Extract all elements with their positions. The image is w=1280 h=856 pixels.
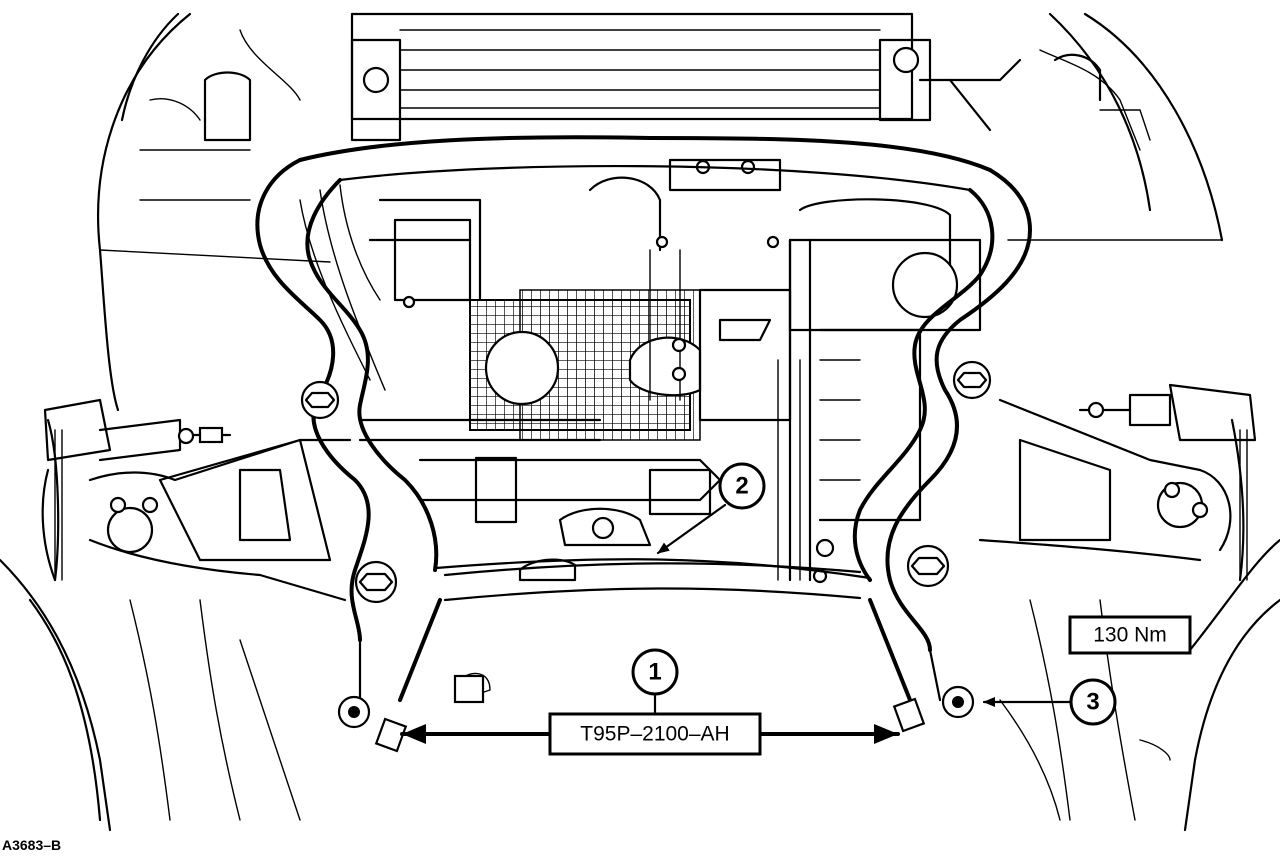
vehicle-body-outline <box>0 12 1280 832</box>
right-suspension <box>978 383 1257 582</box>
figure-id: A3683–B <box>2 837 61 853</box>
left-suspension <box>41 398 352 602</box>
tool-label-box: T95P–2100–AH <box>548 712 762 756</box>
callout-1: 1 <box>631 648 679 716</box>
subframe-bolts <box>300 360 992 729</box>
front-subframe <box>255 135 1032 702</box>
callout-1-number: 1 <box>648 659 661 686</box>
callout-2-number: 2 <box>735 473 748 500</box>
callout-3-number: 3 <box>1086 689 1099 716</box>
special-tool <box>374 672 926 753</box>
callout-2: 2 <box>656 462 766 555</box>
tool-label: T95P–2100–AH <box>580 723 729 746</box>
callout-3: 3 <box>982 678 1117 726</box>
torque-label-box: 130 Nm <box>1068 615 1192 655</box>
engine-transmission-assembly <box>299 158 982 602</box>
torque-label: 130 Nm <box>1093 624 1167 647</box>
radiator-assembly <box>139 12 1151 201</box>
